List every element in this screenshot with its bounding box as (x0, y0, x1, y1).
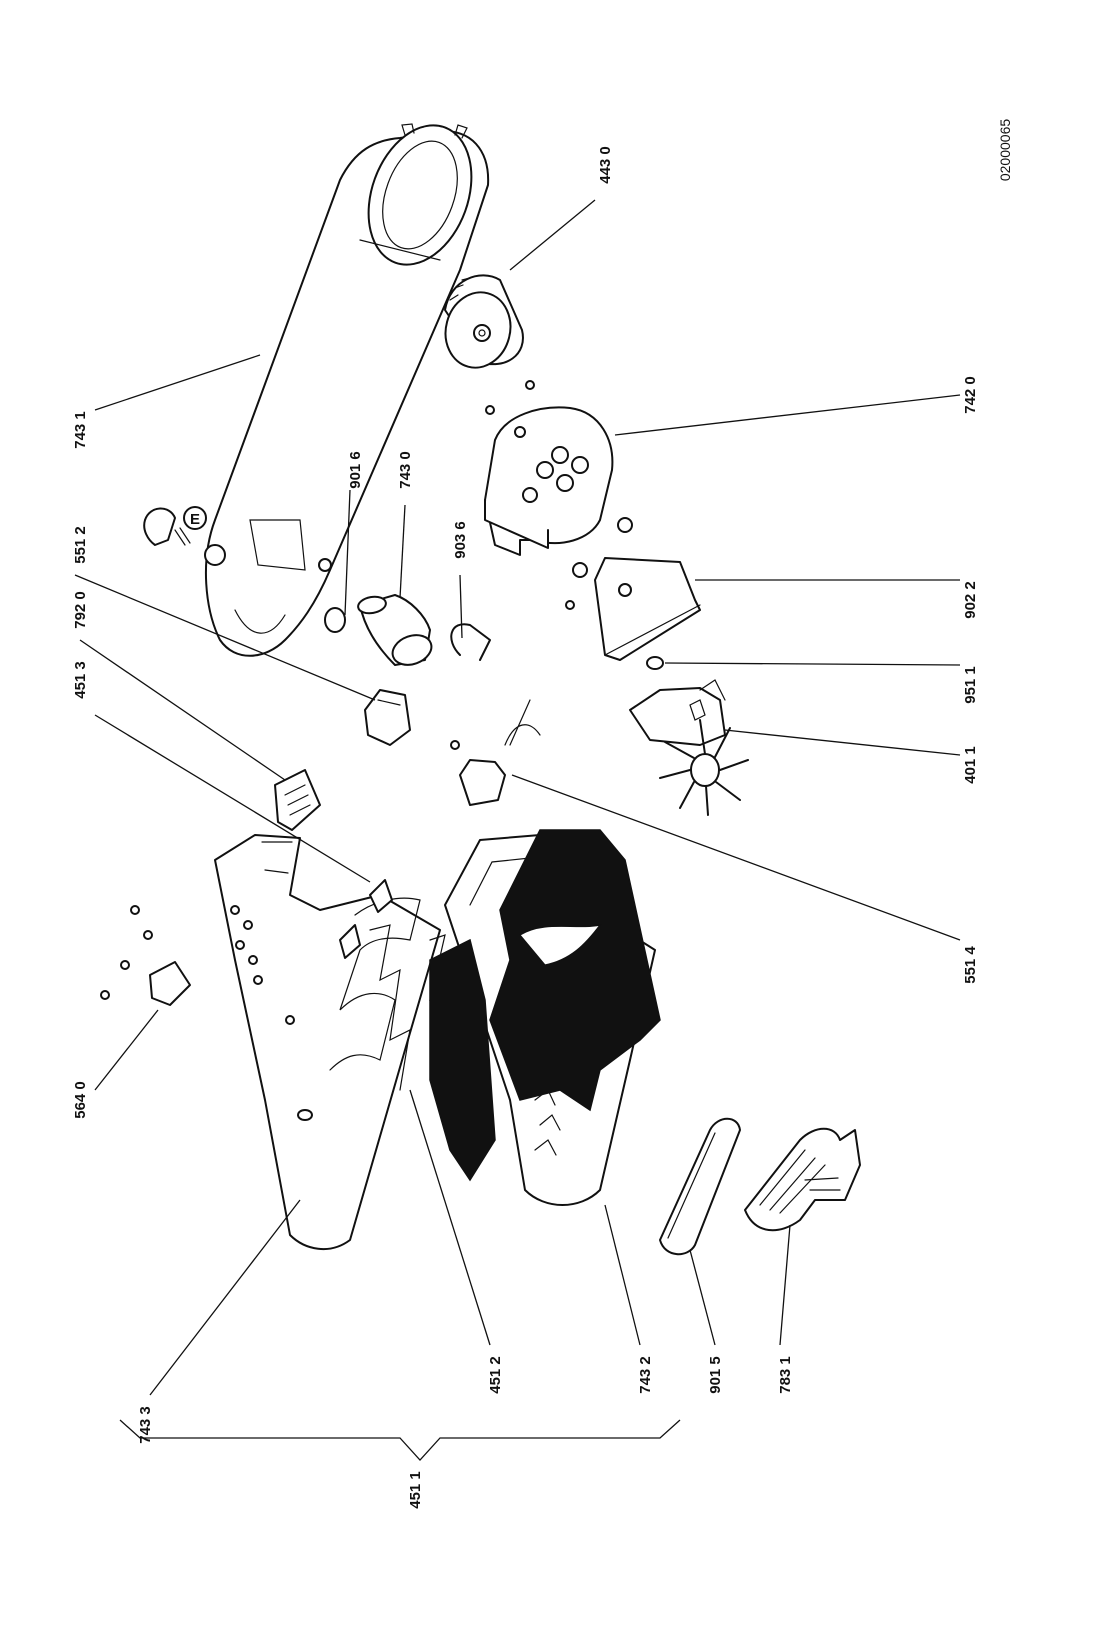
callout-5512: 551 2 (72, 526, 89, 564)
callout-4513: 451 3 (72, 661, 89, 699)
part-thermostat (459, 759, 506, 806)
callout-4512: 451 2 (487, 1356, 504, 1394)
part-screw-group (100, 905, 153, 1000)
earth-symbol-icon: E (183, 506, 207, 530)
part-switch (364, 689, 411, 746)
callout-7920: 792 0 (72, 591, 89, 629)
callout-4430: 443 0 (597, 146, 614, 184)
callout-7433: 743 3 (137, 1406, 154, 1444)
part-filter-grille (744, 1127, 861, 1232)
callout-9036: 903 6 (452, 521, 469, 559)
part-mounting-bracket (565, 517, 701, 661)
callout-5514: 551 4 (962, 946, 979, 984)
part-fan-wheel (444, 274, 524, 369)
leader-lines (74, 199, 961, 1396)
callout-4511: 451 1 (407, 1471, 424, 1509)
document-id: 02000065 (997, 119, 1013, 182)
callout-7831: 783 1 (777, 1356, 794, 1394)
callout-9022: 902 2 (962, 581, 979, 619)
part-elbow-nozzle (357, 594, 433, 666)
part-small-clip (143, 507, 191, 546)
callout-labels: 743 1 443 0 742 0 901 6 743 0 903 6 551 … (72, 146, 979, 1509)
part-insulation-sheet (429, 829, 661, 1182)
part-screw (450, 740, 460, 750)
callout-9016: 901 6 (347, 451, 364, 489)
part-gasket (659, 1117, 741, 1256)
callout-9511: 951 1 (962, 666, 979, 704)
part-seal-ring (324, 607, 346, 633)
callout-7431: 743 1 (72, 411, 89, 449)
callout-7430: 743 0 (397, 451, 414, 489)
part-hook-clip (450, 623, 491, 661)
part-motor (629, 679, 749, 816)
callout-9015: 901 5 (707, 1356, 724, 1394)
earth-symbol-letter: E (190, 511, 200, 528)
assembly-bracket (119, 1419, 681, 1461)
callout-7420: 742 0 (962, 376, 979, 414)
part-bushing (646, 656, 664, 670)
part-connector-block (274, 769, 321, 831)
part-motor-housing (484, 380, 614, 556)
part-top-cover (214, 834, 441, 1251)
part-air-duct (204, 123, 490, 657)
part-small-cap (149, 961, 191, 1006)
callout-4011: 401 1 (962, 746, 979, 784)
part-spring-clip (504, 699, 541, 746)
callout-5640: 564 0 (72, 1081, 89, 1119)
callout-7432: 743 2 (637, 1356, 654, 1394)
